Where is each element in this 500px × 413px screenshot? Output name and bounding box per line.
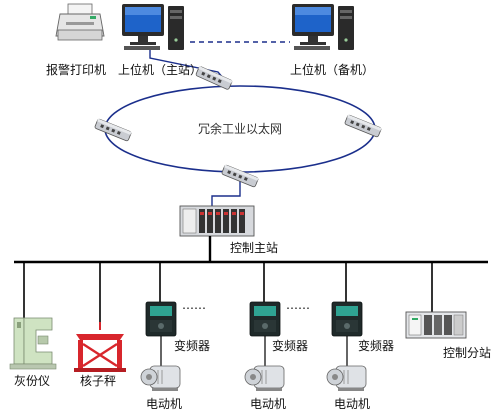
- nuclear-scale-icon: [74, 322, 126, 372]
- printer-label: 报警打印机: [46, 63, 107, 77]
- master-station-label: 控制主站: [230, 241, 279, 255]
- host-main-label: 上位机（主站）: [118, 63, 203, 77]
- ellipsis-right: ……: [286, 298, 310, 312]
- motor-1-icon: [140, 365, 181, 391]
- ellipsis-left: ……: [182, 298, 206, 312]
- ash-analyzer-icon: [9, 317, 57, 370]
- motor-3-icon: [326, 365, 367, 391]
- master-station-plc-icon: [179, 205, 255, 237]
- vfd-3-label: 变频器: [358, 339, 395, 353]
- switch-left-icon: [94, 118, 132, 142]
- host-main-computer-icon: [122, 4, 184, 50]
- vfd-3-icon: [331, 301, 363, 337]
- switch-right-icon: [344, 114, 382, 138]
- motor-2-icon: [244, 365, 285, 391]
- motor-1-label: 电动机: [146, 397, 183, 411]
- printer-icon: [55, 3, 105, 41]
- vfd-2-icon: [249, 301, 281, 337]
- sub-station-label: 控制分站: [443, 346, 492, 360]
- sub-station-plc-icon: [405, 311, 467, 339]
- network-label: 冗余工业以太网: [198, 122, 283, 136]
- vfd-1-label: 变频器: [174, 339, 211, 353]
- switch-top-icon: [195, 66, 233, 90]
- nuclear-scale-label: 核子秤: [80, 374, 117, 388]
- host-backup-computer-icon: [292, 4, 354, 50]
- host-backup-label: 上位机（备机）: [290, 63, 375, 77]
- ring-to-master-link: [211, 178, 241, 208]
- switch-bottom-icon: [221, 164, 259, 188]
- vfd-2-label: 变频器: [272, 339, 309, 353]
- vfd-1-icon: [145, 301, 177, 337]
- ash-analyzer-label: 灰份仪: [14, 374, 51, 388]
- motor-3-label: 电动机: [334, 397, 371, 411]
- motor-2-label: 电动机: [250, 397, 287, 411]
